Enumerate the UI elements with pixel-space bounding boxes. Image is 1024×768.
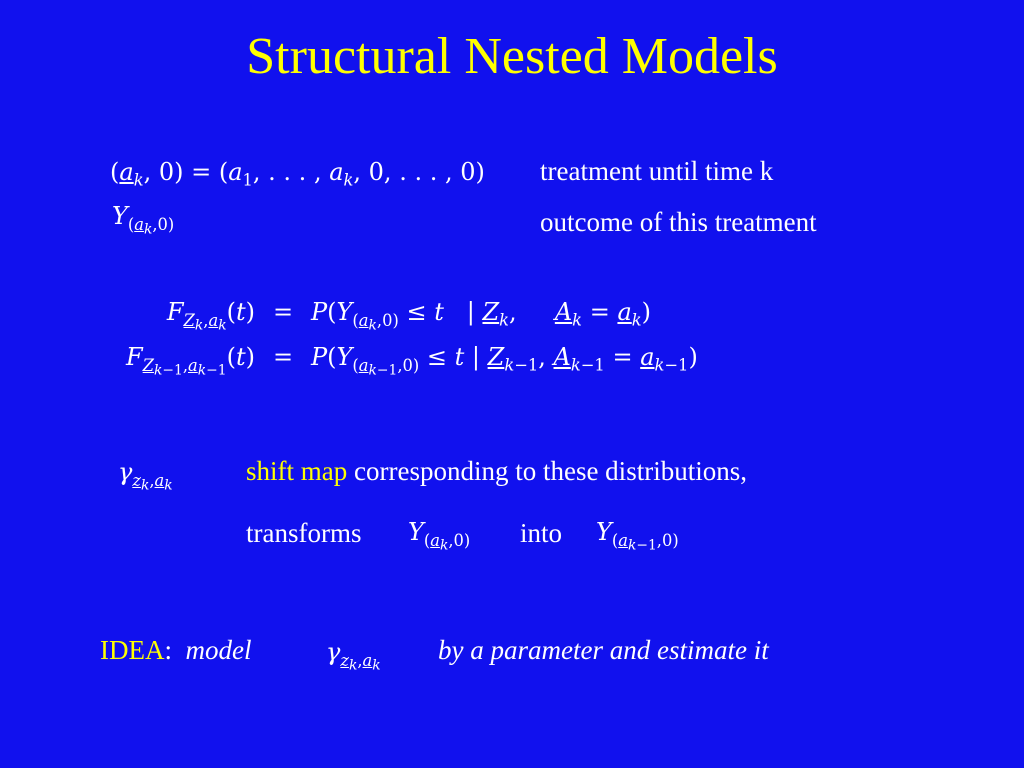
- transforms-label: transforms: [246, 518, 362, 548]
- distribution-equation-k: FZk,ak(t) = P(Y(ak,0) ≤ t | Zk, Ak = ak): [166, 298, 652, 334]
- formula-treatment-sequence: (ak, 0) = (a1, . . . , ak, 0, . . . , 0): [110, 158, 485, 190]
- formula-outcome-k: Y(ak,0): [408, 518, 471, 554]
- idea-gamma-symbol: γzk,ak: [326, 638, 381, 674]
- distribution-equation-k-minus-1: FZk−1,ak−1(t) = P(Y(ak−1,0) ≤ t | Zk−1, …: [125, 343, 698, 379]
- formula1-label: treatment until time k: [540, 156, 774, 186]
- formula-outcome: Y(ak,0): [112, 202, 175, 238]
- idea-rest: by a parameter and estimate it: [438, 635, 769, 665]
- idea-line: IDEA: model: [100, 635, 251, 666]
- formula-outcome-k-minus-1: Y(ak−1,0): [596, 518, 679, 554]
- into-label: into: [520, 518, 563, 548]
- shift-map-rest: corresponding to these distributions,: [347, 456, 747, 486]
- slide-title: Structural Nested Models: [246, 28, 778, 85]
- shift-map-highlight: shift map: [246, 456, 348, 486]
- idea-label: IDEA: [100, 635, 165, 665]
- formula2-label: outcome of this treatment: [540, 207, 817, 237]
- gamma-symbol: γzk,ak: [118, 458, 173, 494]
- idea-colon: :: [164, 635, 172, 665]
- idea-model-word: model: [185, 635, 252, 665]
- shift-map-description: shift map corresponding to these distrib…: [246, 456, 747, 487]
